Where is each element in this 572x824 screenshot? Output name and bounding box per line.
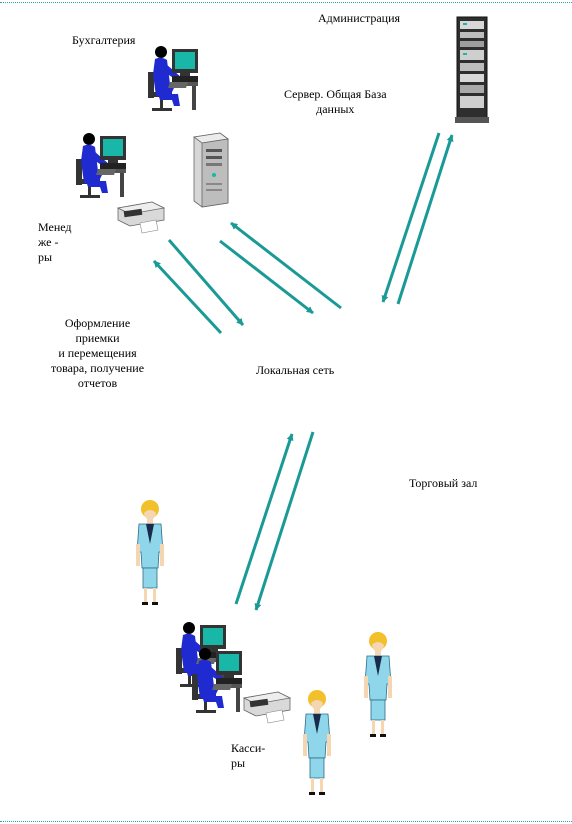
lan-label: Локальная сеть <box>256 363 335 377</box>
arrow-lan-to-cashiers <box>254 431 315 611</box>
saleswoman-icon <box>363 631 393 738</box>
connection-arrows <box>152 132 454 611</box>
cashiers-label: Касси- ры <box>231 741 266 770</box>
arrow-lan-to-managers <box>152 259 223 335</box>
saleswoman-icon <box>135 499 165 606</box>
printer-icon <box>117 201 165 234</box>
server-rack-icon <box>455 16 489 123</box>
sales-floor-label: Торговый зал <box>409 476 478 490</box>
arrow-lan-to-accounting <box>230 221 342 310</box>
manager-computer-icon <box>76 133 126 198</box>
arrow-accounting-to-lan <box>219 239 314 315</box>
cashier-computer-icon <box>192 648 242 713</box>
printer-icon <box>243 691 291 724</box>
top-border <box>0 2 572 3</box>
accounting-label: Бухгалтерия <box>72 33 136 47</box>
operations-label: Оформление приемки и перемещения товара,… <box>51 316 145 390</box>
arrow-server-to-lan <box>381 132 441 303</box>
saleswoman-icon <box>302 689 332 796</box>
bottom-border <box>0 821 572 822</box>
server-label: Сервер. Общая База данных <box>284 87 387 116</box>
administration-label: Администрация <box>318 11 401 25</box>
accountant-computer-icon <box>148 46 198 111</box>
desktop-tower-icon <box>192 132 230 208</box>
managers-label: Менед же - ры <box>38 220 72 264</box>
arrow-managers-to-lan <box>167 239 245 326</box>
arrow-lan-to-server <box>396 134 454 305</box>
arrow-cashiers-to-lan <box>234 433 294 605</box>
